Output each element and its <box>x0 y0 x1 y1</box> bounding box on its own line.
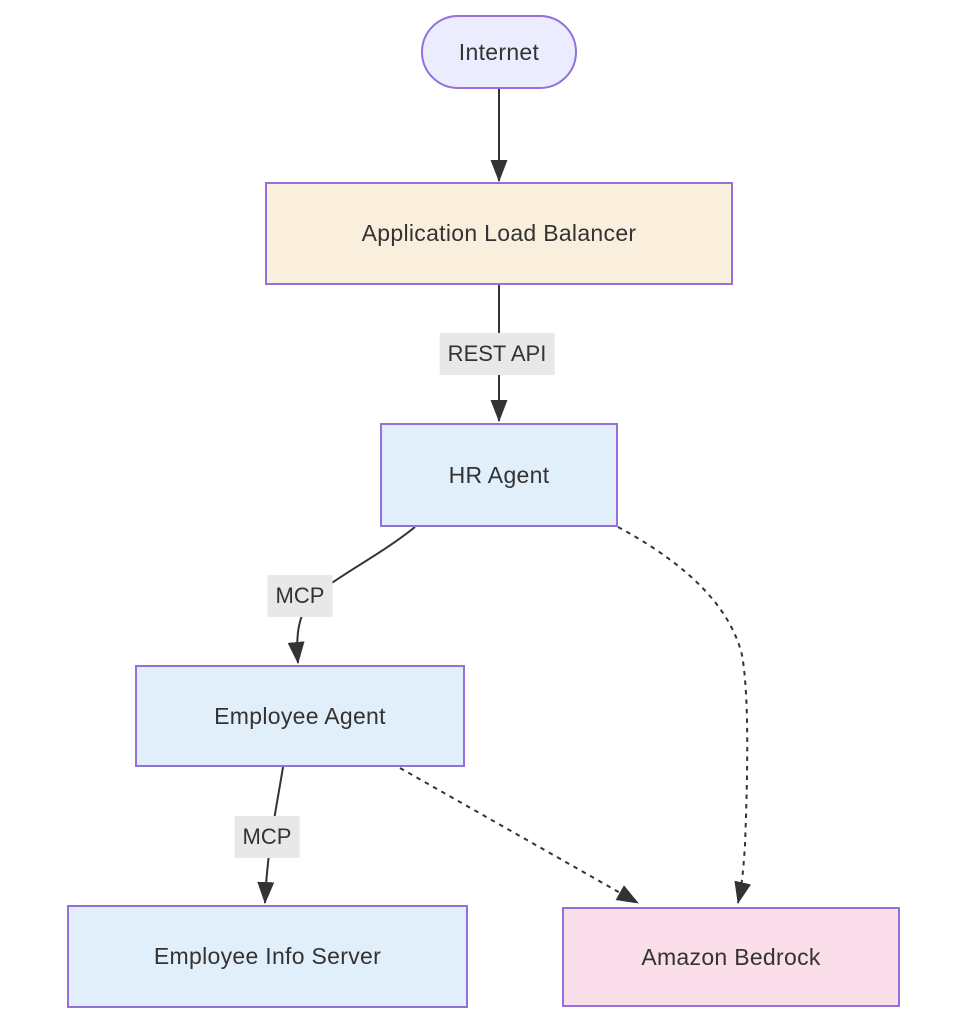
node-application-load-balancer-label: Application Load Balancer <box>361 220 637 246</box>
node-internet: Internet <box>421 15 577 89</box>
edge-label-mcp-2: MCP <box>234 816 300 858</box>
edge-label-rest-api: REST API <box>439 333 555 375</box>
node-employee-agent-label: Employee Agent <box>214 702 386 729</box>
edge-hr-agent-bedrock <box>617 526 752 904</box>
node-application-load-balancer: Application Load Balancer <box>265 182 733 285</box>
node-hr-agent: HR Agent <box>380 423 618 527</box>
node-amazon-bedrock: Amazon Bedrock <box>562 907 900 1007</box>
edge-employee-agent-bedrock <box>399 767 639 904</box>
node-hr-agent-label: HR Agent <box>448 461 550 488</box>
node-employee-agent: Employee Agent <box>135 665 465 767</box>
node-employee-info-server: Employee Info Server <box>67 905 468 1008</box>
edge-label-mcp-1: MCP <box>267 575 333 617</box>
node-amazon-bedrock-label: Amazon Bedrock <box>641 943 821 970</box>
node-internet-label: Internet <box>458 38 540 65</box>
node-employee-info-server-label: Employee Info Server <box>153 943 382 969</box>
